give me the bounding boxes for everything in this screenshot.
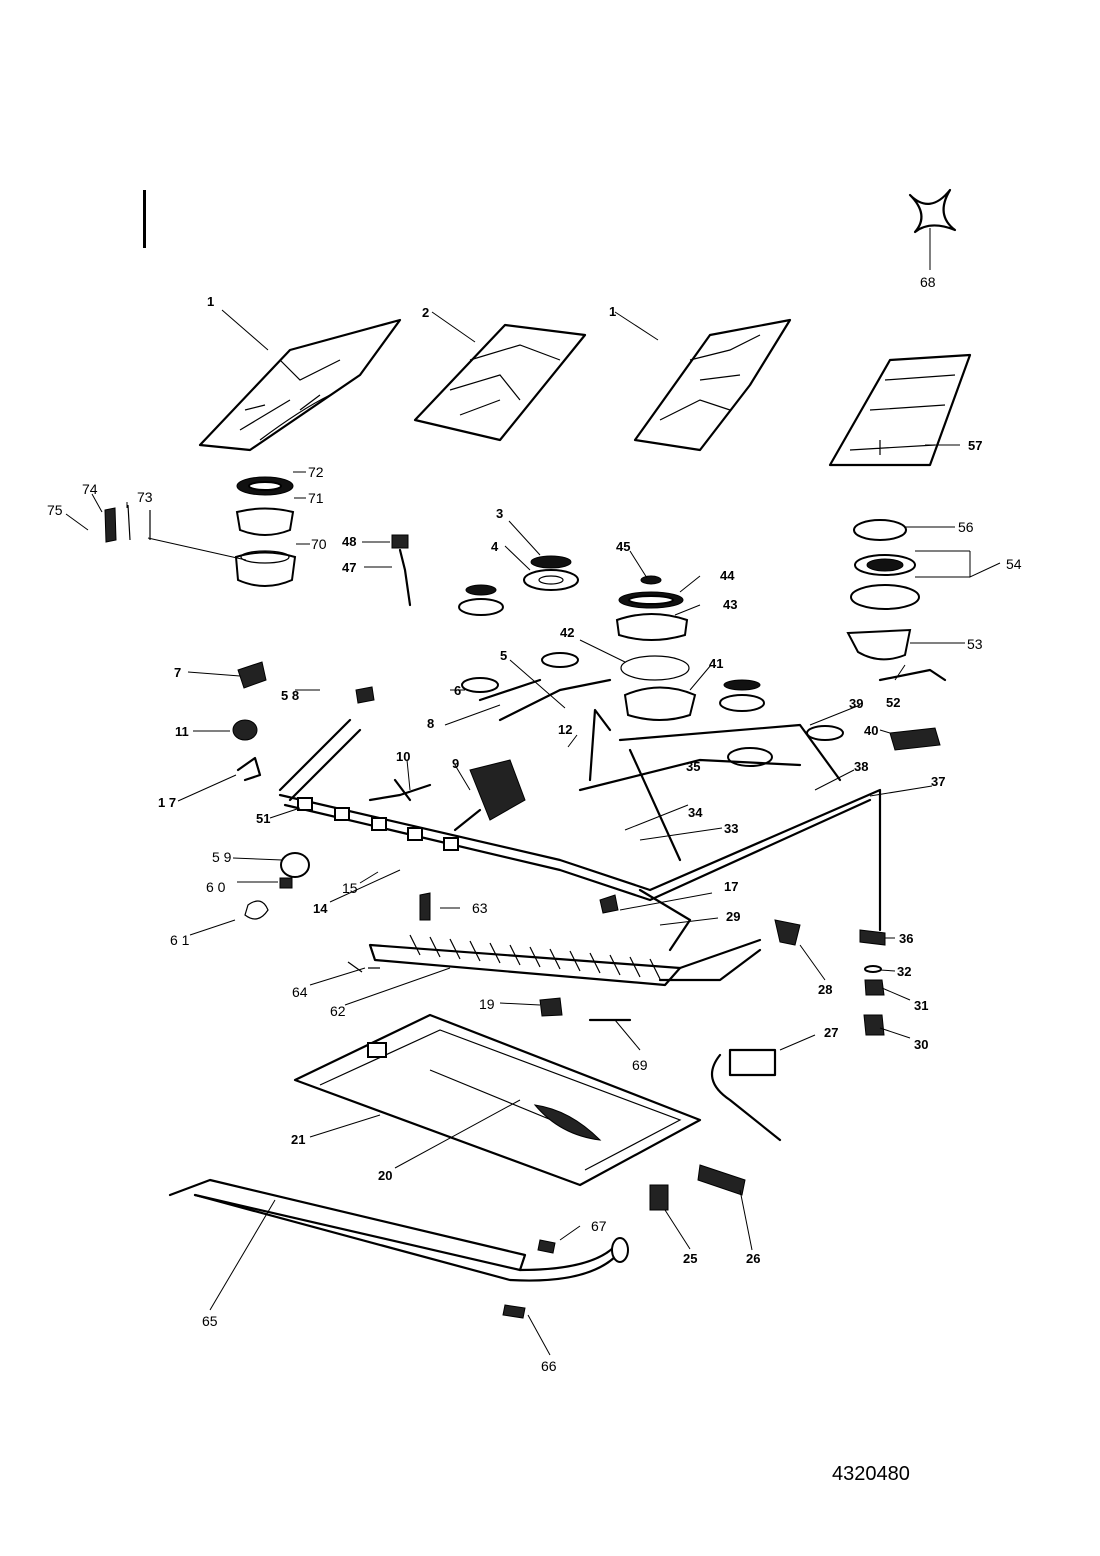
label-25: 25 [683,1251,697,1266]
label-19: 19 [479,996,495,1012]
label-29: 29 [726,909,740,924]
label-74: 74 [82,481,98,497]
label-17a: 1 7 [158,795,176,810]
label-61: 6 1 [170,932,190,948]
pan-support-center [413,323,587,442]
label-57: 57 [968,438,982,453]
label-42: 42 [560,625,574,640]
label-37: 37 [931,774,945,789]
label-30: 30 [914,1037,928,1052]
burner-tube-65 [168,1178,629,1282]
label-51: 51 [256,811,270,826]
label-33: 33 [724,821,738,836]
label-36: 36 [899,931,913,946]
label-35: 35 [686,759,700,774]
margin-bar [143,190,146,248]
burner-stack-right [846,519,920,661]
label-73: 73 [137,489,153,505]
label-38: 38 [854,759,868,774]
label-60: 6 0 [206,879,226,895]
label-9: 9 [452,756,459,771]
label-8: 8 [427,716,434,731]
label-75: 75 [47,502,63,518]
label-70: 70 [311,536,327,552]
label-45: 45 [616,539,630,554]
document-code: 4320480 [832,1463,910,1485]
label-27: 27 [824,1025,838,1040]
label-6: 6 [454,683,461,698]
grill-element-62 [368,934,762,987]
pan-support-wok [828,353,972,467]
label-41: 41 [709,656,723,671]
label-72: 72 [308,464,324,480]
label-34: 34 [688,805,703,820]
label-71: 71 [308,490,324,506]
label-62: 62 [330,1003,346,1019]
label-52: 52 [886,695,900,710]
label-64: 64 [292,984,308,1000]
leader-lines [65,228,1001,1356]
label-68: 68 [920,274,936,290]
pan-support-left [198,318,402,452]
label-69: 69 [632,1057,648,1073]
label-59: 5 9 [212,849,232,865]
label-10: 10 [396,749,410,764]
oven-element-21 [293,1013,702,1187]
label-5: 5 [500,648,507,663]
label-32: 32 [897,964,911,979]
label-7: 7 [174,665,181,680]
label-63: 63 [472,900,488,916]
label-1b: 1 [609,304,616,319]
label-12: 12 [558,722,572,737]
burner-stack-left [234,476,297,587]
label-39: 39 [849,696,863,711]
label-21: 21 [291,1132,305,1147]
label-17b: 17 [724,879,738,894]
label-43: 43 [723,597,737,612]
label-48: 48 [342,534,356,549]
label-66: 66 [541,1358,557,1374]
small-components [104,504,947,1319]
wok-ring-68 [908,188,957,234]
label-53: 53 [967,636,983,652]
label-31: 31 [914,998,928,1013]
label-47: 47 [342,560,356,575]
label-15: 15 [342,880,358,896]
pan-support-right [633,318,792,452]
label-2: 2 [422,305,429,320]
label-67: 67 [591,1218,607,1234]
small-burners [461,652,844,767]
label-26: 26 [746,1251,760,1266]
burner-stack-triple [615,575,697,721]
label-14: 14 [313,901,328,916]
label-54: 54 [1006,556,1022,572]
label-56: 56 [958,519,974,535]
label-4: 4 [491,539,499,554]
part-labels: 1 2 1 68 57 72 71 70 74 73 75 48 47 3 4 … [47,274,1022,1374]
burner-stack-center [458,555,579,616]
label-1a: 1 [207,294,214,309]
label-3: 3 [496,506,503,521]
label-44: 44 [720,568,735,583]
label-28: 28 [818,982,832,997]
label-40: 40 [864,723,878,738]
valve-row [297,759,526,851]
label-20: 20 [378,1168,392,1183]
label-58: 5 8 [281,688,299,703]
label-65: 65 [202,1313,218,1329]
label-11: 11 [175,724,189,739]
